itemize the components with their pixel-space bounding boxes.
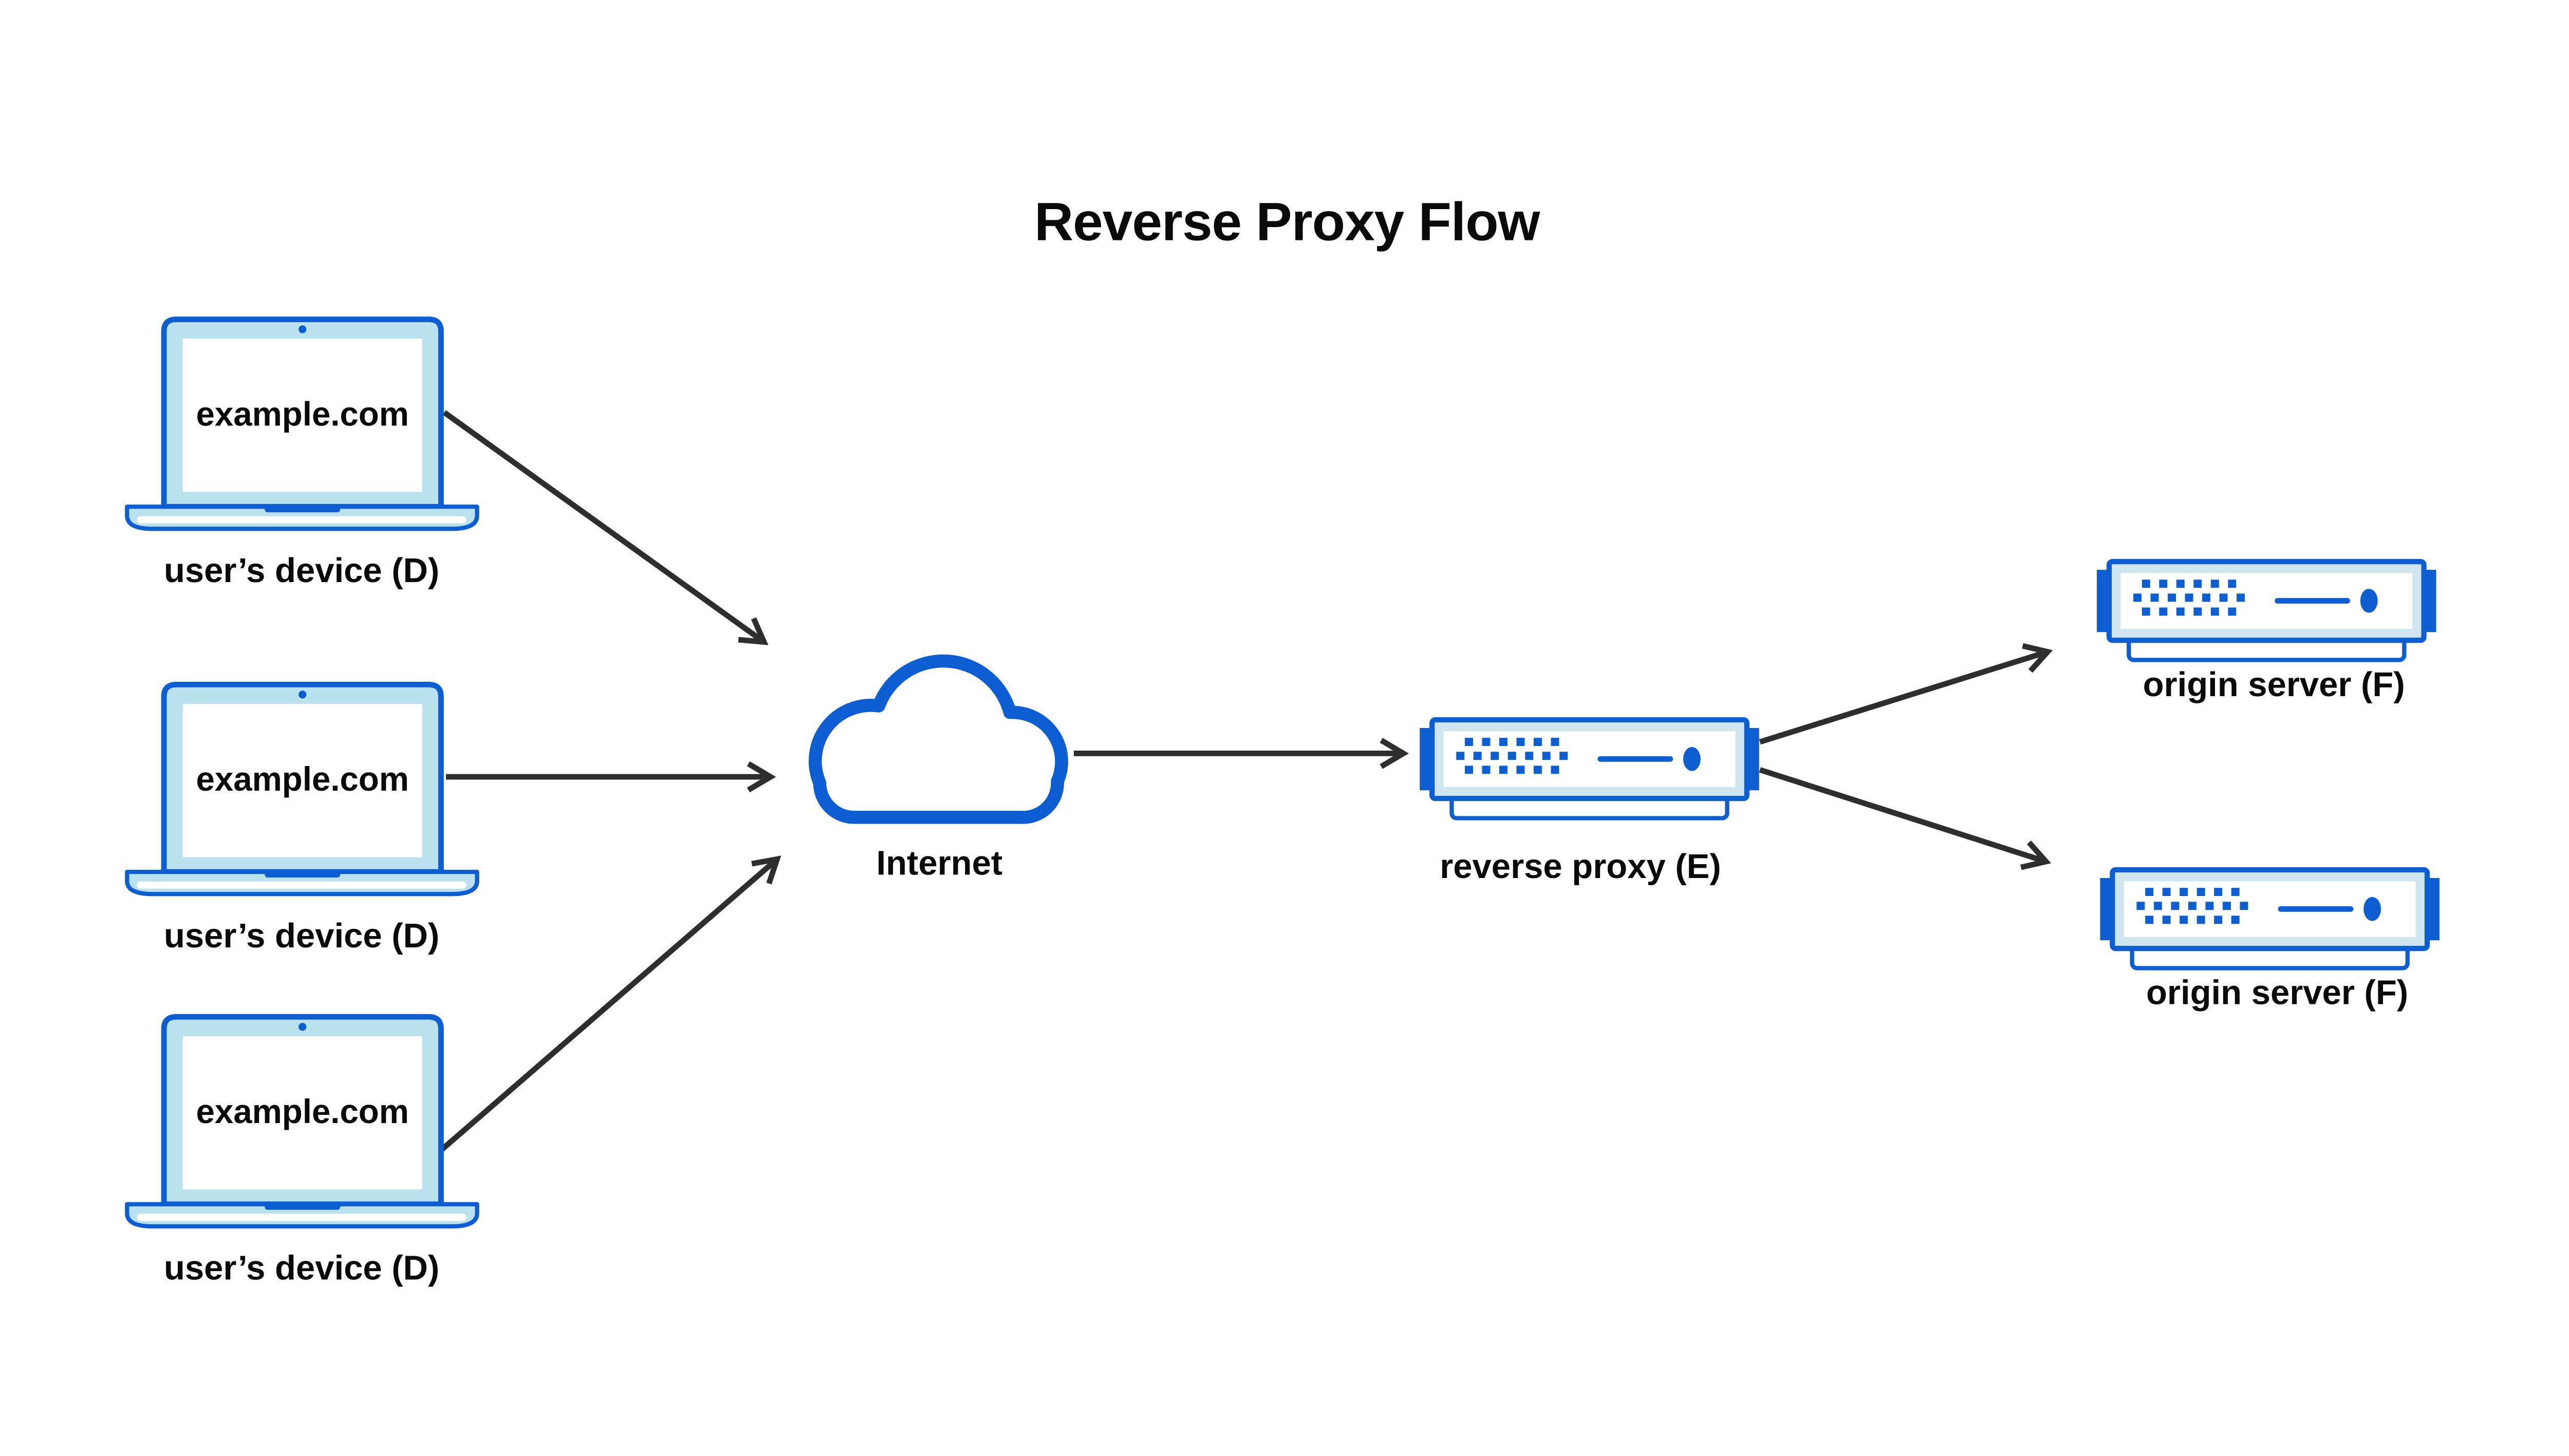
arrow-device3-to-internet — [438, 855, 781, 1153]
device-screen-url: example.com — [196, 1093, 408, 1130]
node-internet: Internet — [808, 654, 1068, 883]
device-screen-url: example.com — [196, 395, 408, 433]
arrow-proxy-to-origin2 — [1759, 767, 2052, 870]
device-label: user’s device (D) — [164, 917, 439, 955]
device-label: user’s device (D) — [164, 551, 439, 590]
device-label: user’s device (D) — [164, 1249, 439, 1287]
origin-server-icon — [2097, 562, 2436, 660]
node-device1: example.com user’s device (D) — [127, 320, 477, 590]
arrow-proxy-to-origin1 — [1759, 643, 2053, 745]
node-origin-server-1: origin server (F) — [2097, 562, 2436, 704]
flow-arrows — [438, 410, 2053, 1153]
node-device3: example.com user’s device (D) — [127, 1017, 477, 1287]
origin-server-icon — [2100, 870, 2439, 968]
internet-cloud-icon — [808, 654, 1068, 824]
origin-server-label: origin server (F) — [2146, 974, 2408, 1012]
device-screen-url: example.com — [196, 760, 408, 798]
reverse-proxy-server-icon — [1420, 720, 1759, 818]
origin-server-label: origin server (F) — [2143, 665, 2405, 704]
node-origin-server-2: origin server (F) — [2100, 870, 2439, 1012]
internet-label: Internet — [876, 844, 1002, 883]
node-device2: example.com user’s device (D) — [127, 684, 477, 955]
reverse-proxy-label: reverse proxy (E) — [1440, 847, 1721, 886]
page-title: Reverse Proxy Flow — [1034, 192, 1540, 252]
arrow-device1-to-internet — [442, 410, 769, 645]
node-reverse-proxy: reverse proxy (E) — [1420, 720, 1759, 886]
